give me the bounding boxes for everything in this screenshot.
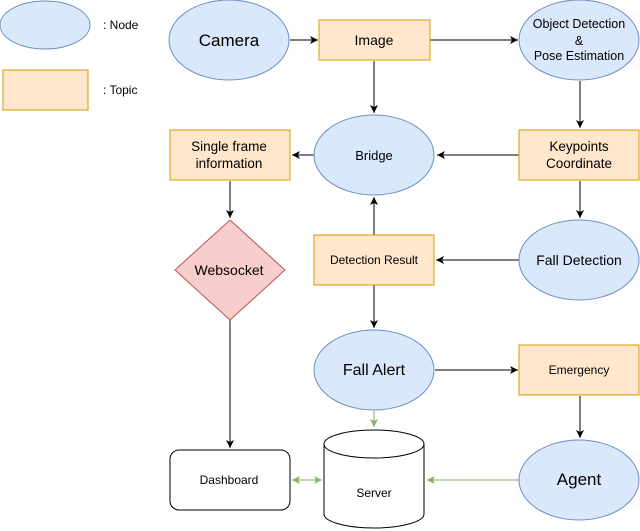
node-object-detection: Object Detection & Pose Estimation — [518, 0, 640, 81]
legend-topic-shape — [2, 69, 89, 111]
node-fall-detection-label: Fall Detection — [536, 252, 622, 268]
node-agent: Agent — [518, 439, 640, 521]
node-fall-detection: Fall Detection — [518, 219, 640, 301]
node-camera-label: Camera — [199, 31, 260, 50]
node-object-detection-line3: Pose Estimation — [534, 49, 624, 63]
edges — [226, 36, 584, 484]
topic-single-frame: Single frame information — [169, 129, 291, 181]
node-object-detection-line1: Object Detection — [533, 17, 625, 31]
websocket-label: Websocket — [195, 262, 264, 278]
dashboard-box: Dashboard — [169, 449, 291, 511]
server-cylinder: Server — [323, 429, 425, 529]
node-object-detection-line2: & — [575, 34, 584, 48]
topic-image: Image — [318, 19, 431, 61]
legend-topic-label: : Topic — [103, 83, 137, 97]
topic-keypoints-line1: Keypoints — [549, 139, 609, 154]
topic-single-frame-line2: information — [196, 156, 263, 171]
topic-keypoints: Keypoints Coordinate — [518, 129, 640, 181]
topic-emergency: Emergency — [518, 344, 640, 396]
node-camera: Camera — [168, 0, 290, 81]
legend-node-shape — [0, 0, 91, 50]
node-agent-label: Agent — [557, 470, 602, 489]
legend-node-label: : Node — [103, 18, 139, 32]
node-fall-alert: Fall Alert — [313, 329, 435, 411]
websocket-diamond: Websocket — [174, 219, 286, 321]
topic-emergency-label: Emergency — [549, 363, 610, 377]
server-label: Server — [356, 486, 391, 500]
topic-detection-result-label: Detection Result — [330, 253, 419, 267]
node-bridge: Bridge — [313, 114, 435, 196]
node-bridge-label: Bridge — [355, 148, 393, 163]
topic-image-label: Image — [355, 32, 394, 48]
node-fall-alert-label: Fall Alert — [343, 362, 406, 379]
dashboard-label: Dashboard — [200, 473, 259, 487]
topic-detection-result: Detection Result — [313, 234, 435, 286]
topic-keypoints-line2: Coordinate — [546, 156, 612, 171]
topic-single-frame-line1: Single frame — [191, 139, 267, 154]
